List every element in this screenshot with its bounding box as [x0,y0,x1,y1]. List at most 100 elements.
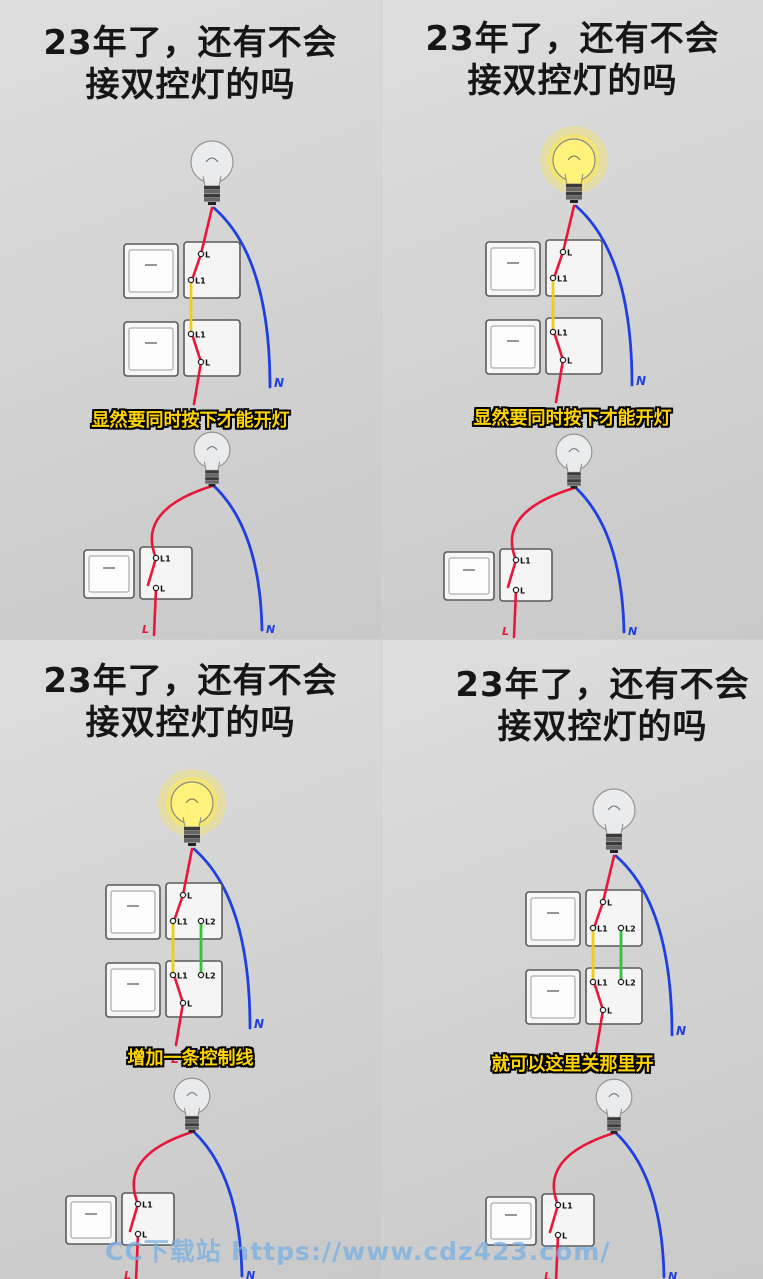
terminal-L1: L1 [520,557,531,566]
bulb-neck [564,173,584,185]
live-wire [512,588,518,639]
terminal-L: L [205,359,210,368]
title-line-1: 23年了，还有不会 [425,19,720,59]
terminal-dot [512,556,520,564]
switch-blade [592,900,605,930]
switch-rocker [128,327,174,371]
bulb-base [607,1120,621,1124]
live-wire [192,360,203,406]
live-wire [152,586,158,637]
terminal-dot [169,917,177,925]
title-line-1: 23年了，还有不会 [43,661,338,701]
terminal-L: L [567,357,572,366]
bulb-base [204,186,220,190]
bulb-tip [208,202,216,205]
bulb-base [567,472,581,476]
terminal-L: L [607,899,612,908]
bulb-base [566,184,582,188]
label-N: N [274,376,284,390]
label-N: N [254,1017,264,1031]
switch-blade [506,558,518,589]
neutral-wire [574,486,626,634]
terminal-L: L [187,892,192,901]
terminal-dot [559,356,567,364]
title-line-2: 接双控灯的吗 [85,65,296,105]
terminal-L1: L1 [195,331,206,340]
bulb-base [566,192,582,196]
bulb-base [184,831,200,835]
terminal-L: L [520,587,525,596]
terminal-dot [197,250,205,258]
terminal-dot [187,276,195,284]
terminal-dot [134,1200,142,1208]
bulb-filament [607,805,621,811]
terminal-L1: L1 [177,972,188,981]
label-N: N [246,1269,255,1279]
terminal-dot [169,971,177,979]
label-N: N [668,1270,677,1279]
switch-blade [548,1203,560,1234]
terminal-dot [179,891,187,899]
live-wire [174,1001,185,1047]
switch-rocker [490,1202,532,1240]
bulb-tip [610,1131,618,1134]
bulb-tip [570,486,578,489]
terminal-L: L [567,249,572,258]
terminal-L: L [142,1231,147,1240]
switch-terminal-plate [545,239,603,297]
terminal-L1: L1 [562,1202,573,1211]
caption: 就可以这里关那里开 [491,1054,654,1075]
terminal-dot [549,328,557,336]
switch-terminal-plate [585,889,643,947]
bulb-base [566,188,582,192]
terminal-dot [512,586,520,594]
bulb-neck [605,1108,623,1118]
neutral-wire [212,206,272,389]
terminal-L2: L2 [625,979,636,988]
switch-rocker [110,890,156,934]
live-wire [554,358,565,404]
title-line-1: 23年了，还有不会 [455,665,750,705]
label-L: L [551,409,559,423]
switch-blade [552,250,565,280]
terminal-dot [599,898,607,906]
live-wire [510,486,576,562]
bulb-base [607,1127,621,1131]
switch-rocker [490,325,536,369]
bulb-tip [188,1130,196,1133]
switch-blade [592,980,605,1012]
terminal-dot [197,917,205,925]
terminal-L: L [562,1232,567,1241]
terminal-L2: L2 [625,925,636,934]
bulb-neck [203,461,221,471]
switch-terminal-plate [541,1193,595,1247]
switch-blade [172,893,185,923]
terminal-dot [197,358,205,366]
switch-terminal-plate [545,317,603,375]
switch-rocker [448,557,490,595]
title-line-2: 接双控灯的吗 [85,703,296,743]
live-wire [132,1130,194,1206]
terminal-dot [554,1231,562,1239]
switch-blade [172,973,185,1005]
bulb-tip [610,850,618,853]
bulb-base [606,834,622,838]
bulb-tip [188,843,196,846]
live-wire [601,854,616,904]
title-line-2: 接双控灯的吗 [497,707,708,747]
bulb-filament [567,155,581,161]
bulb-base [185,1123,199,1127]
bulb-base [184,827,200,831]
bulb-neck [565,463,583,473]
switch-terminal-plate [585,967,643,1025]
terminal-dot [179,999,187,1007]
terminal-L1: L1 [195,277,206,286]
bulb-base [184,835,200,839]
bulb-neck [183,1107,201,1117]
switch-blade [128,1202,140,1233]
terminal-dot [589,978,597,986]
switch-terminal-plate [139,546,193,600]
